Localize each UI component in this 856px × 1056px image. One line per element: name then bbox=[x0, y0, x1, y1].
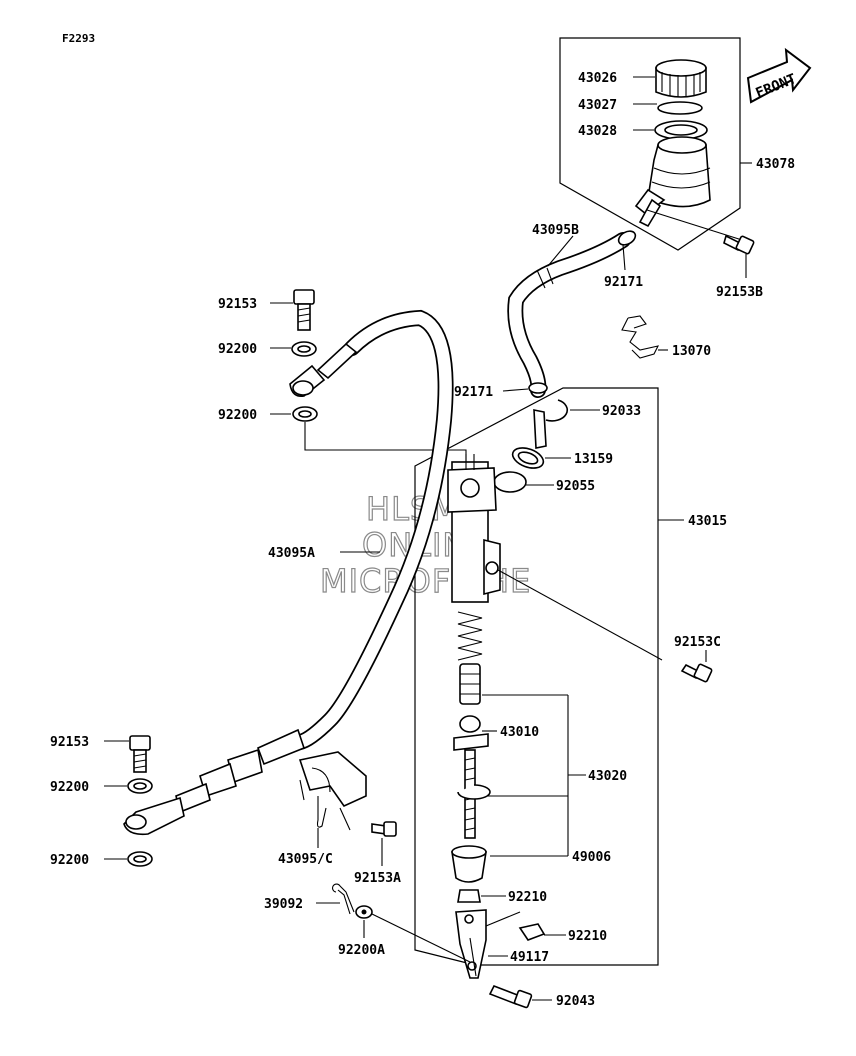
label-49006: 49006 bbox=[572, 850, 611, 865]
label-43095C: 43095/C bbox=[278, 852, 333, 867]
label-49117: 49117 bbox=[510, 950, 549, 965]
hose-fitting-bottom-icon bbox=[123, 728, 305, 836]
rod-circlip-icon bbox=[457, 784, 491, 800]
label-39092: 39092 bbox=[264, 897, 303, 912]
label-92171-mid: 92171 bbox=[454, 385, 493, 400]
diaphragm-icon bbox=[654, 120, 708, 140]
label-92210-b: 92210 bbox=[568, 929, 607, 944]
master-cylinder-body-icon bbox=[447, 454, 501, 603]
label-92200-c: 92200 bbox=[50, 780, 89, 795]
front-arrow-icon: FRONT bbox=[746, 47, 812, 104]
label-92200-b: 92200 bbox=[218, 408, 257, 423]
bolt-92153C-icon bbox=[680, 663, 713, 683]
diaphragm-plate-icon bbox=[657, 101, 703, 115]
label-92043: 92043 bbox=[556, 994, 595, 1009]
reservoir-tank-icon bbox=[634, 136, 711, 228]
label-92153C: 92153C bbox=[674, 635, 721, 650]
hose-bracket-icon bbox=[298, 751, 367, 831]
label-92153-low: 92153 bbox=[50, 735, 89, 750]
nut-92210-b-icon bbox=[518, 923, 546, 941]
clevis-pin-icon bbox=[488, 984, 533, 1009]
banjo-bolt-top-icon bbox=[293, 289, 315, 331]
diagram-code: F2293 bbox=[62, 32, 95, 45]
label-92055: 92055 bbox=[556, 479, 595, 494]
label-92153-top: 92153 bbox=[218, 297, 257, 312]
nut-92210-a-icon bbox=[457, 889, 481, 903]
label-92153B: 92153B bbox=[716, 285, 763, 300]
circlip-92033-icon bbox=[545, 399, 568, 422]
label-92200-d: 92200 bbox=[50, 853, 89, 868]
label-43078: 43078 bbox=[756, 157, 795, 172]
clip-13070-icon bbox=[621, 315, 660, 359]
label-43026: 43026 bbox=[578, 71, 617, 86]
reservoir-cap-icon bbox=[655, 59, 707, 98]
label-43028: 43028 bbox=[578, 124, 617, 139]
fitting-13159-icon bbox=[511, 409, 547, 469]
label-13070: 13070 bbox=[672, 344, 711, 359]
hose-clamp-top-icon bbox=[617, 230, 637, 246]
push-rod-icon bbox=[453, 715, 489, 839]
label-92200-a: 92200 bbox=[218, 342, 257, 357]
master-cylinder-box bbox=[414, 387, 659, 966]
label-43015: 43015 bbox=[688, 514, 727, 529]
label-92153A: 92153A bbox=[354, 871, 401, 886]
reservoir-assembly-box bbox=[559, 37, 741, 251]
hose-fitting-top-icon bbox=[289, 342, 358, 398]
label-43095B: 43095B bbox=[532, 223, 579, 238]
dust-boot-icon bbox=[451, 845, 487, 883]
clevis-49117-icon bbox=[455, 909, 487, 979]
spring-icon bbox=[457, 611, 483, 661]
label-13159: 13159 bbox=[574, 452, 613, 467]
watermark-line-3: MICROFICHE bbox=[320, 562, 531, 600]
label-92171-top: 92171 bbox=[604, 275, 643, 290]
label-43010: 43010 bbox=[500, 725, 539, 740]
banjo-bolt-bottom-icon bbox=[129, 735, 151, 773]
cotter-pin-icon bbox=[332, 883, 355, 915]
piston-icon bbox=[459, 663, 481, 705]
label-43095A: 43095A bbox=[268, 546, 315, 561]
label-43020: 43020 bbox=[588, 769, 627, 784]
o-ring-92055-icon bbox=[493, 471, 527, 493]
label-43027: 43027 bbox=[578, 98, 617, 113]
bolt-92153B-icon bbox=[723, 234, 755, 255]
bolt-92153A-icon bbox=[371, 821, 397, 837]
label-92210-a: 92210 bbox=[508, 890, 547, 905]
hose-clamp-mid-icon bbox=[528, 382, 548, 394]
label-92200A: 92200A bbox=[338, 943, 385, 958]
label-92033: 92033 bbox=[602, 404, 641, 419]
